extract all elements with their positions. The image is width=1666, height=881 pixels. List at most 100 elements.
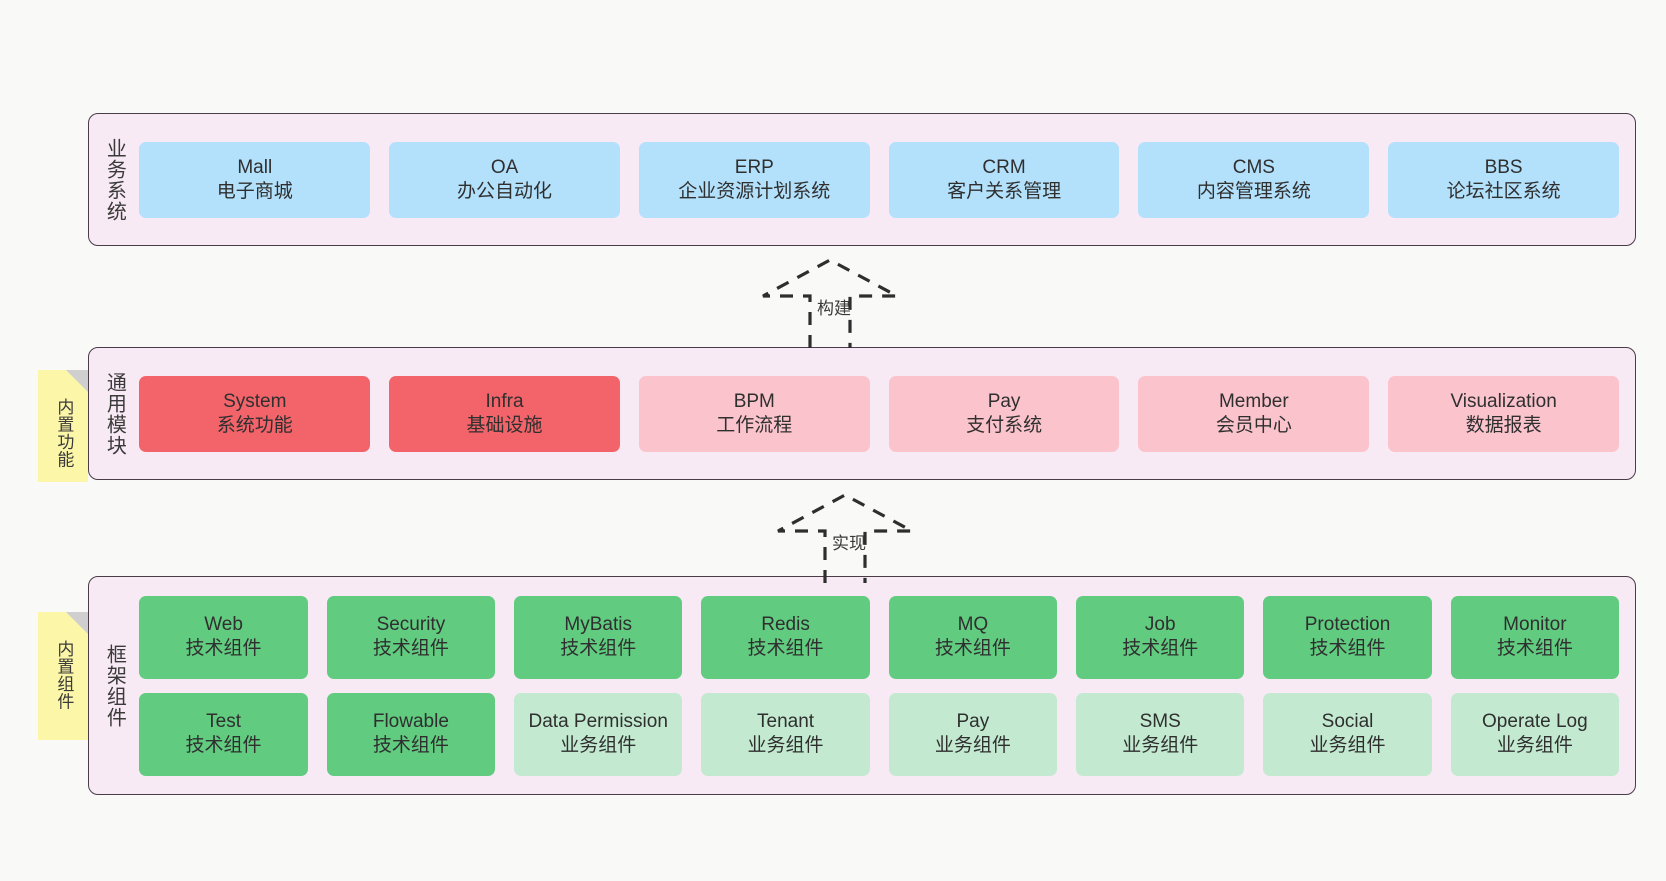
card-subtitle: 技术组件: [185, 735, 262, 756]
card-redis[interactable]: Redis 技术组件: [701, 595, 870, 679]
card-pay[interactable]: Pay 支付系统: [888, 375, 1120, 452]
card-subtitle: 技术组件: [747, 638, 824, 659]
card-system[interactable]: System 系统功能: [139, 375, 371, 452]
card-subtitle: 业务组件: [560, 735, 637, 756]
card-flowable[interactable]: Flowable 技术组件: [326, 692, 496, 776]
card-subtitle: 技术组件: [372, 735, 449, 756]
card-operate-log[interactable]: Operate Log 业务组件: [1450, 692, 1620, 776]
card-bbs[interactable]: BBS 论坛社区系统: [1388, 141, 1619, 218]
card-subtitle: 业务组件: [1122, 735, 1199, 756]
card-visualization[interactable]: Visualization 数据报表: [1388, 375, 1619, 452]
layer-framework-component-caption: 框架组件: [103, 643, 126, 728]
card-title: Job: [1144, 614, 1176, 636]
card-title: Pay: [987, 390, 1021, 412]
card-subtitle: 技术组件: [185, 638, 262, 659]
card-subtitle: 系统功能: [216, 414, 293, 436]
layer-common-module-caption: 通用模块: [103, 371, 126, 456]
card-subtitle: 技术组件: [1496, 638, 1573, 659]
card-title: ERP: [734, 156, 774, 178]
card-title: Infra: [485, 390, 524, 412]
card-job[interactable]: Job 技术组件: [1076, 595, 1245, 679]
layer-framework-component: 框架组件 Web 技术组件 Security 技术组件 MyBatis 技术组件…: [88, 576, 1636, 795]
layer-framework-component-body: Web 技术组件 Security 技术组件 MyBatis 技术组件 Redi…: [135, 595, 1635, 776]
connector-implement-label: 实现: [832, 534, 866, 553]
card-tenant[interactable]: Tenant 业务组件: [701, 692, 870, 776]
card-title: Social: [1321, 711, 1374, 733]
card-bpm[interactable]: BPM 工作流程: [638, 375, 870, 452]
layer-common-module-body: System 系统功能 Infra 基础设施 BPM 工作流程 Pay 支付系统…: [135, 375, 1635, 452]
note-builtin-features-label: 内置功能: [54, 398, 74, 468]
card-title: System: [223, 390, 287, 412]
card-title: Operate Log: [1482, 711, 1588, 733]
card-subtitle: 技术组件: [934, 638, 1011, 659]
card-mybatis[interactable]: MyBatis 技术组件: [514, 595, 683, 679]
card-data-permission[interactable]: Data Permission 业务组件: [514, 692, 683, 776]
card-subtitle: 技术组件: [1309, 638, 1386, 659]
card-subtitle: 论坛社区系统: [1446, 180, 1561, 202]
card-subtitle: 技术组件: [372, 638, 449, 659]
card-subtitle: 技术组件: [1122, 638, 1199, 659]
card-monitor[interactable]: Monitor 技术组件: [1450, 595, 1620, 679]
framework-card-row-1: Web 技术组件 Security 技术组件 MyBatis 技术组件 Redi…: [139, 595, 1620, 679]
connector-implement: 实现: [770, 493, 920, 583]
card-oa[interactable]: OA 办公自动化: [389, 141, 620, 218]
card-mq[interactable]: MQ 技术组件: [888, 595, 1058, 679]
card-title: MQ: [957, 614, 989, 636]
card-title: OA: [490, 156, 519, 178]
card-pay-biz[interactable]: Pay 业务组件: [888, 692, 1058, 776]
card-title: Monitor: [1503, 614, 1567, 636]
note-builtin-features: 内置功能: [38, 370, 88, 482]
card-title: Member: [1218, 390, 1289, 412]
card-title: Tenant: [757, 711, 815, 733]
dashed-arrow-up-icon: [777, 493, 913, 583]
card-subtitle: 电子商城: [216, 180, 293, 202]
card-subtitle: 业务组件: [1496, 735, 1573, 756]
card-web[interactable]: Web 技术组件: [139, 595, 308, 679]
card-subtitle: 技术组件: [560, 638, 637, 659]
connector-build: 构建: [755, 258, 905, 348]
common-card-row: System 系统功能 Infra 基础设施 BPM 工作流程 Pay 支付系统…: [139, 375, 1619, 452]
card-member[interactable]: Member 会员中心: [1138, 375, 1370, 452]
card-title: Pay: [956, 711, 990, 733]
card-title: CMS: [1232, 156, 1275, 178]
layer-business-system-caption: 业务系统: [103, 137, 126, 222]
layer-business-system: 业务系统 Mall 电子商城 OA 办公自动化 ERP 企业资源计划系统 CRM…: [88, 113, 1636, 246]
card-subtitle: 会员中心: [1215, 414, 1292, 436]
card-title: Protection: [1304, 614, 1391, 636]
note-builtin-components-label: 内置组件: [54, 640, 74, 710]
layer-business-system-body: Mall 电子商城 OA 办公自动化 ERP 企业资源计划系统 CRM 客户关系…: [135, 141, 1635, 218]
card-subtitle: 支付系统: [966, 414, 1043, 436]
card-title: Web: [204, 614, 243, 636]
card-security[interactable]: Security 技术组件: [326, 595, 496, 679]
card-title: MyBatis: [564, 614, 632, 636]
card-test[interactable]: Test 技术组件: [139, 692, 308, 776]
card-title: Security: [376, 614, 446, 636]
card-title: Data Permission: [528, 711, 668, 733]
business-card-row: Mall 电子商城 OA 办公自动化 ERP 企业资源计划系统 CRM 客户关系…: [139, 141, 1619, 218]
layer-common-module: 通用模块 System 系统功能 Infra 基础设施 BPM 工作流程 Pay…: [88, 347, 1636, 480]
card-subtitle: 办公自动化: [457, 180, 553, 202]
card-infra[interactable]: Infra 基础设施: [389, 375, 620, 452]
note-builtin-components: 内置组件: [38, 612, 88, 740]
card-title: BPM: [733, 390, 775, 412]
card-crm[interactable]: CRM 客户关系管理: [888, 141, 1120, 218]
dashed-arrow-up-icon: [762, 258, 898, 348]
card-title: Visualization: [1450, 390, 1557, 412]
card-social[interactable]: Social 业务组件: [1263, 692, 1432, 776]
card-subtitle: 企业资源计划系统: [678, 180, 831, 202]
card-protection[interactable]: Protection 技术组件: [1263, 595, 1432, 679]
note-fold-corner-icon: [66, 612, 88, 634]
card-mall[interactable]: Mall 电子商城: [139, 141, 371, 218]
card-title: Flowable: [372, 711, 449, 733]
card-cms[interactable]: CMS 内容管理系统: [1138, 141, 1370, 218]
card-subtitle: 业务组件: [747, 735, 824, 756]
card-subtitle: 数据报表: [1465, 414, 1542, 436]
card-erp[interactable]: ERP 企业资源计划系统: [638, 141, 870, 218]
card-title: SMS: [1139, 711, 1181, 733]
card-subtitle: 工作流程: [716, 414, 793, 436]
card-title: Mall: [237, 156, 273, 178]
card-title: CRM: [982, 156, 1026, 178]
framework-card-row-2: Test 技术组件 Flowable 技术组件 Data Permission …: [139, 692, 1620, 776]
card-sms[interactable]: SMS 业务组件: [1076, 692, 1245, 776]
